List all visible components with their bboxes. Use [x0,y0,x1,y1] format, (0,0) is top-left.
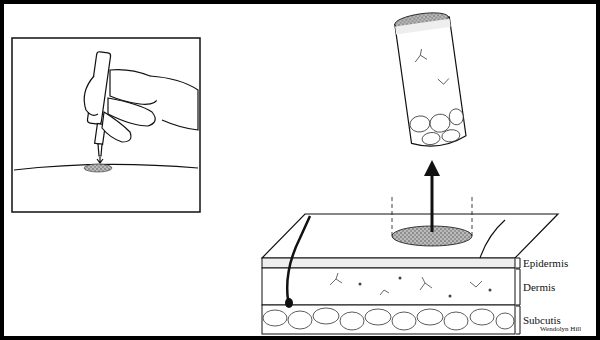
hand [84,70,198,142]
layer-label: Dermis [523,282,555,293]
tissue-core [394,10,467,149]
credit-text: Wendolyn Hill [540,326,581,333]
skin-block [262,196,558,334]
inset-panel [12,38,200,212]
layer-brackets [516,258,520,334]
layer-label: Subcutis [523,315,561,326]
layer-label: Epidermis [523,258,568,269]
extraction-arrow [431,172,434,232]
arrow-head [424,160,440,176]
biopsy-site [84,164,112,172]
